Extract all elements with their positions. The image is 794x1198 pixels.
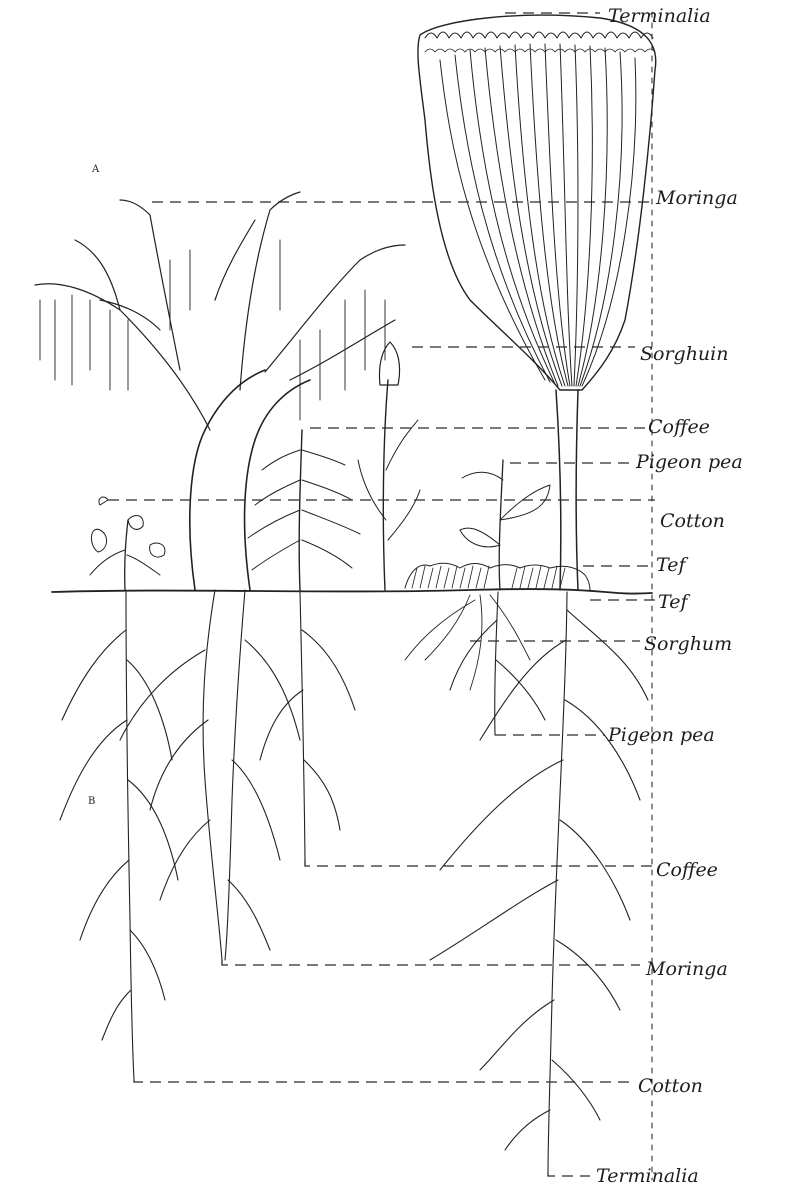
label-pigeon-pea-canopy: Pigeon pea: [635, 451, 743, 473]
ground-line: [52, 589, 652, 594]
pigeon-pea-plant: [450, 460, 550, 735]
moringa-plant: [35, 192, 405, 960]
coffee-plant: [248, 430, 360, 860]
label-cotton-canopy: Cotton: [660, 510, 725, 532]
label-tef-canopy: Tef: [656, 554, 688, 576]
label-terminalia-root: Terminalia: [596, 1165, 699, 1187]
root-guide-lines: [134, 600, 655, 1176]
label-moringa-canopy: Moringa: [655, 187, 738, 209]
tef-plant: [405, 563, 590, 590]
mark-b: B: [88, 796, 95, 807]
label-coffee-canopy: Coffee: [648, 416, 710, 438]
label-cotton-root: Cotton: [638, 1075, 703, 1097]
label-tef-root: Tef: [658, 591, 690, 613]
label-pigeon-pea-root: Pigeon pea: [607, 724, 715, 746]
label-sorghum-root: Sorghum: [644, 633, 732, 655]
mark-a: A: [91, 164, 100, 175]
label-terminalia-canopy: Terminalia: [608, 5, 711, 27]
cotton-plant: [60, 497, 178, 1080]
label-coffee-root: Coffee: [656, 859, 718, 881]
label-moringa-root: Moringa: [645, 958, 728, 980]
label-sorghum-canopy: Sorghuin: [640, 343, 729, 365]
